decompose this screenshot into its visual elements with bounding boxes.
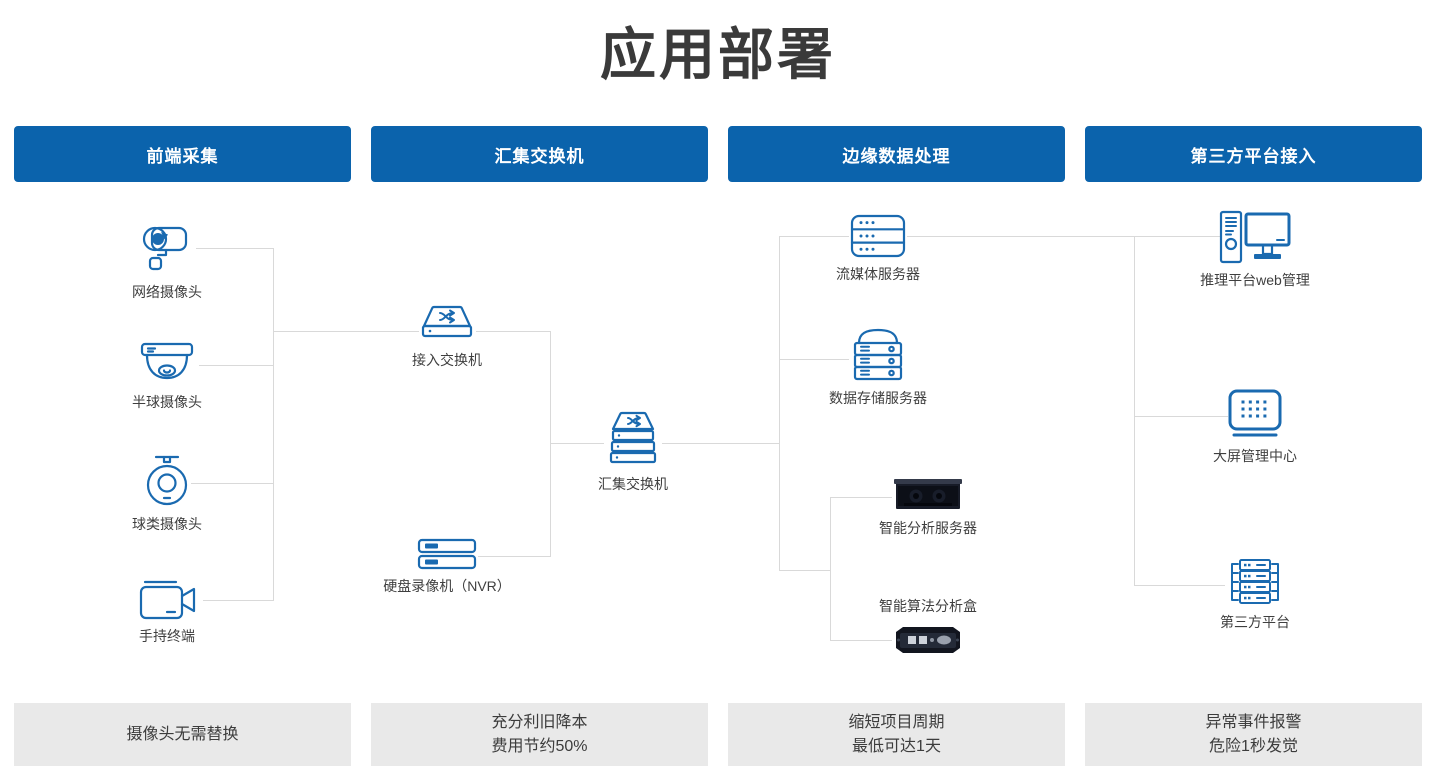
- connector-line: [779, 359, 849, 360]
- led-screen-icon: [1228, 389, 1282, 437]
- connector-line: [550, 331, 551, 557]
- benefit-card-3: 缩短项目周期 最低可达1天: [728, 703, 1065, 766]
- node-storage-server: 数据存储服务器: [783, 326, 973, 408]
- storage-server-icon: [853, 328, 903, 381]
- connector-line: [779, 570, 830, 571]
- node-dome-camera: 半球摄像头: [72, 342, 262, 412]
- benefit-line: 缩短项目周期: [848, 714, 945, 732]
- connector-line: [203, 600, 273, 601]
- connector-line: [476, 331, 550, 332]
- node-agg-switch: 汇集交换机: [538, 410, 728, 494]
- node-label: 大屏管理中心: [1213, 448, 1297, 464]
- connector-line: [196, 248, 273, 249]
- benefit-line: 危险1秒发觉: [1209, 737, 1298, 755]
- node-label: 智能算法分析盒: [879, 598, 977, 614]
- node-label: 流媒体服务器: [836, 266, 920, 282]
- node-third-party: 第三方平台: [1160, 558, 1350, 632]
- column-header-frontend: 前端采集: [14, 126, 351, 182]
- dome-camera-icon: [140, 342, 194, 380]
- connector-line: [830, 497, 831, 641]
- connector-line: [1134, 237, 1135, 586]
- node-handheld-terminal: 手持终端: [72, 580, 262, 646]
- switch-icon: [421, 305, 473, 338]
- desktop-computer-icon: [1219, 210, 1291, 264]
- benefit-line: 充分利旧降本: [491, 714, 588, 732]
- node-web-mgmt: 推理平台web管理: [1160, 210, 1350, 290]
- node-streaming-server: 流媒体服务器: [783, 214, 973, 284]
- benefit-card-2: 充分利旧降本 费用节约50%: [371, 703, 708, 766]
- connector-line: [1134, 416, 1228, 417]
- node-nvr: 硬盘录像机（NVR）: [352, 538, 542, 596]
- node-ball-camera: 球类摄像头: [72, 454, 262, 534]
- ptz-camera-icon: [146, 455, 188, 506]
- benefit-line: 费用节约50%: [491, 737, 588, 755]
- connector-line: [907, 236, 1222, 237]
- node-label: 半球摄像头: [132, 394, 202, 410]
- connector-line: [830, 497, 892, 498]
- node-label: 智能分析服务器: [879, 520, 977, 536]
- node-label: 汇集交换机: [598, 476, 668, 492]
- connector-line: [550, 443, 604, 444]
- connector-line: [191, 483, 273, 484]
- connector-line: [273, 248, 274, 601]
- benefit-line: 摄像头无需替换: [126, 725, 239, 743]
- benefit-line: 最低可达1天: [852, 737, 941, 755]
- node-label: 接入交换机: [412, 352, 482, 368]
- edge-box-photo: [896, 627, 960, 653]
- node-label: 硬盘录像机（NVR）: [383, 578, 511, 594]
- node-analysis-server: 智能分析服务器: [833, 476, 1023, 538]
- server-rack-icon: [850, 214, 906, 258]
- connector-line: [779, 236, 849, 237]
- benefit-card-4: 异常事件报警 危险1秒发觉: [1085, 703, 1422, 766]
- connector-line: [273, 331, 419, 332]
- connector-line: [478, 556, 550, 557]
- connector-line: [199, 365, 273, 366]
- column-header-agg-switch: 汇集交换机: [371, 126, 708, 182]
- connector-line: [830, 640, 892, 641]
- node-analysis-box: 智能算法分析盒: [833, 596, 1023, 656]
- node-access-switch: 接入交换机: [352, 304, 542, 370]
- column-header-edge: 边缘数据处理: [728, 126, 1065, 182]
- node-label: 第三方平台: [1220, 614, 1290, 630]
- handheld-camera-icon: [139, 580, 196, 620]
- node-label: 手持终端: [139, 628, 195, 644]
- stacked-switch-icon: [609, 411, 657, 464]
- node-label: 球类摄像头: [132, 516, 202, 532]
- node-label: 网络摄像头: [132, 284, 202, 300]
- connector-line: [1134, 585, 1225, 586]
- column-header-thirdparty: 第三方平台接入: [1085, 126, 1422, 182]
- benefit-card-1: 摄像头无需替换: [14, 703, 351, 766]
- rack-server-photo: [894, 479, 962, 509]
- connector-line: [662, 443, 779, 444]
- connector-line: [779, 236, 780, 571]
- nvr-icon: [417, 538, 477, 570]
- node-big-screen: 大屏管理中心: [1160, 388, 1350, 466]
- benefit-line: 异常事件报警: [1205, 714, 1302, 732]
- platform-server-icon: [1231, 559, 1279, 604]
- node-network-camera: 网络摄像头: [72, 224, 262, 302]
- bullet-camera-icon: [142, 226, 188, 271]
- node-label: 推理平台web管理: [1200, 272, 1310, 288]
- node-label: 数据存储服务器: [829, 390, 927, 406]
- page-title: 应用部署: [600, 23, 836, 86]
